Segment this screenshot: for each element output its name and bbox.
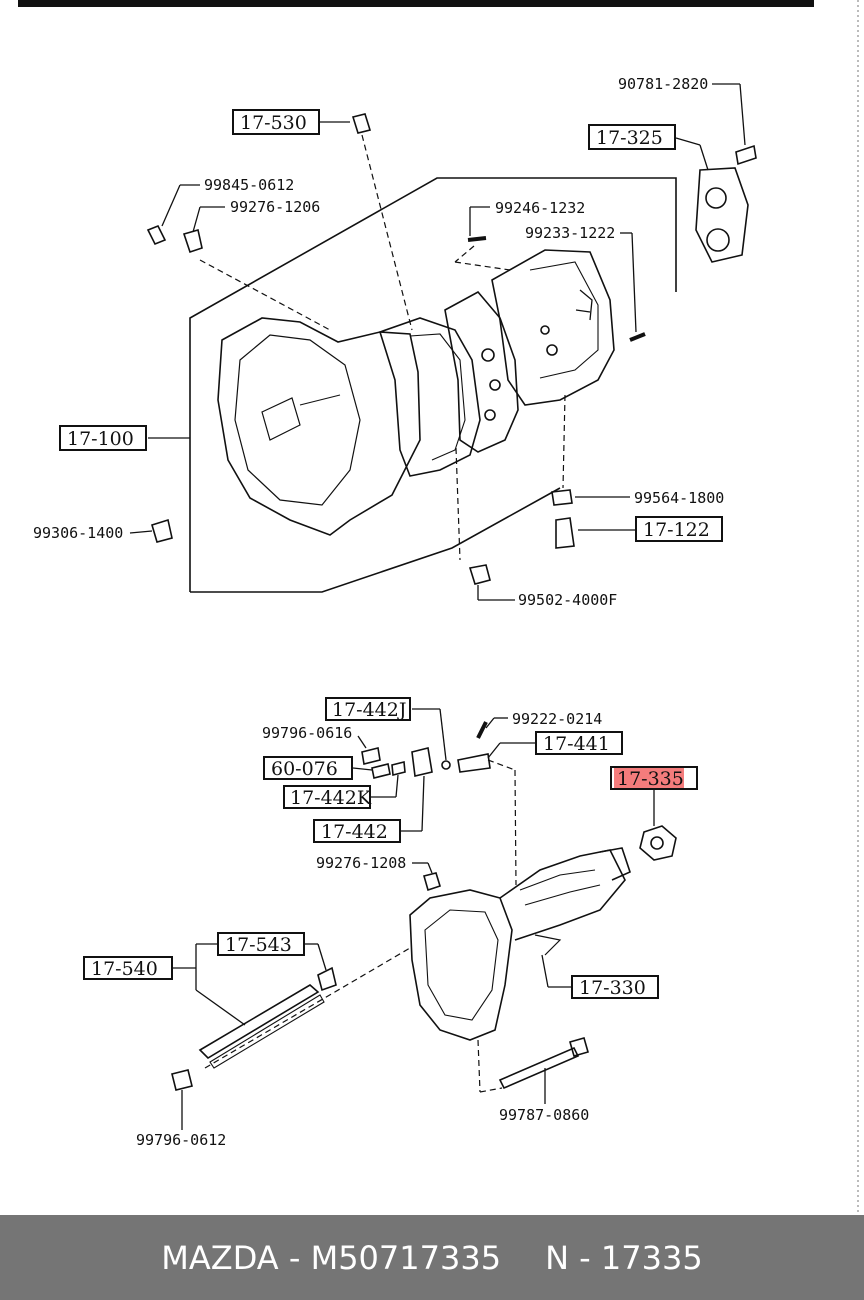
- box-17-325: [588, 124, 676, 150]
- oil-seal-17-335: [639, 825, 677, 861]
- label-99502-4000F: 99502-4000F: [518, 591, 617, 609]
- box-17-530: [232, 109, 320, 135]
- box-60-076: [263, 756, 353, 780]
- label-17-330: 17-330: [579, 977, 646, 999]
- bolt-99787-0860: [498, 1046, 580, 1090]
- box-17-441: [535, 731, 623, 755]
- box-17-442: [313, 819, 401, 843]
- label-99233-1222: 99233-1222: [525, 224, 615, 242]
- washer-99564-1800: [551, 489, 573, 506]
- bracket-99276-1206: [182, 228, 203, 254]
- label-17-442J: 17-442J: [332, 699, 406, 721]
- bolt-99845-0612: [146, 224, 167, 246]
- box-17-100: [59, 425, 147, 451]
- label-17-325: 17-325: [596, 127, 663, 149]
- highlight-17-335: [614, 768, 684, 788]
- extension-housing: [491, 249, 615, 406]
- bushing-99306-1400: [151, 518, 173, 543]
- shift-rod-17-540: [198, 984, 320, 1060]
- lower-assembly: [171, 708, 677, 1130]
- upper-outline: [189, 177, 677, 592]
- middle-plate: [444, 290, 519, 453]
- plug-17-122: [555, 517, 575, 549]
- main-case: [379, 317, 481, 477]
- label-17-442K: 17-442K: [290, 787, 372, 809]
- box-17-543: [217, 932, 305, 956]
- rear-housing-17-330: [409, 889, 513, 1041]
- label-17-530: 17-530: [240, 112, 307, 134]
- box-17-122: [635, 516, 723, 542]
- label-17-335: 17-335: [617, 768, 684, 790]
- part-number-footer: MAZDA - M50717335 N - 17335: [0, 1215, 864, 1300]
- footer-brand-part: MAZDA - M50717335: [161, 1238, 502, 1277]
- plug-99502-4000F: [468, 564, 491, 585]
- label-17-540: 17-540: [91, 958, 158, 980]
- box-17-330: [571, 975, 659, 999]
- bell-housing: [217, 317, 421, 536]
- label-99306-1400: 99306-1400: [33, 524, 123, 542]
- box-17-442J: [325, 697, 411, 721]
- plug-17-530: [351, 113, 372, 134]
- footer-n-part: N - 17335: [545, 1238, 703, 1277]
- upper-assembly: [129, 83, 757, 601]
- label-99276-1208: 99276-1208: [316, 854, 406, 872]
- top-border: [18, 0, 814, 7]
- label-17-441: 17-441: [543, 733, 610, 755]
- box-17-442K: [283, 785, 371, 809]
- label-99222-0214: 99222-0214: [512, 710, 602, 728]
- label-90781-2820: 90781-2820: [618, 75, 708, 93]
- label-99787-0860: 99787-0860: [499, 1106, 589, 1124]
- label-17-543: 17-543: [225, 934, 292, 956]
- label-17-442: 17-442: [321, 821, 388, 843]
- box-17-540: [83, 956, 173, 980]
- label-99276-1206: 99276-1206: [230, 198, 320, 216]
- gasket-17-325: [695, 167, 749, 263]
- label-17-122: 17-122: [643, 519, 710, 541]
- label-99796-0612: 99796-0612: [136, 1131, 226, 1149]
- exploded-parts-diagram: 17-530 17-325 90781-2820 99845-0612 9927…: [18, 0, 859, 1215]
- bolt-99796-0612: [171, 1069, 193, 1091]
- label-99845-0612: 99845-0612: [204, 176, 294, 194]
- label-60-076: 60-076: [271, 758, 338, 780]
- label-99246-1232: 99246-1232: [495, 199, 585, 217]
- label-17-100: 17-100: [67, 428, 134, 450]
- label-99564-1800: 99564-1800: [634, 489, 724, 507]
- label-99796-0616: 99796-0616: [262, 724, 352, 742]
